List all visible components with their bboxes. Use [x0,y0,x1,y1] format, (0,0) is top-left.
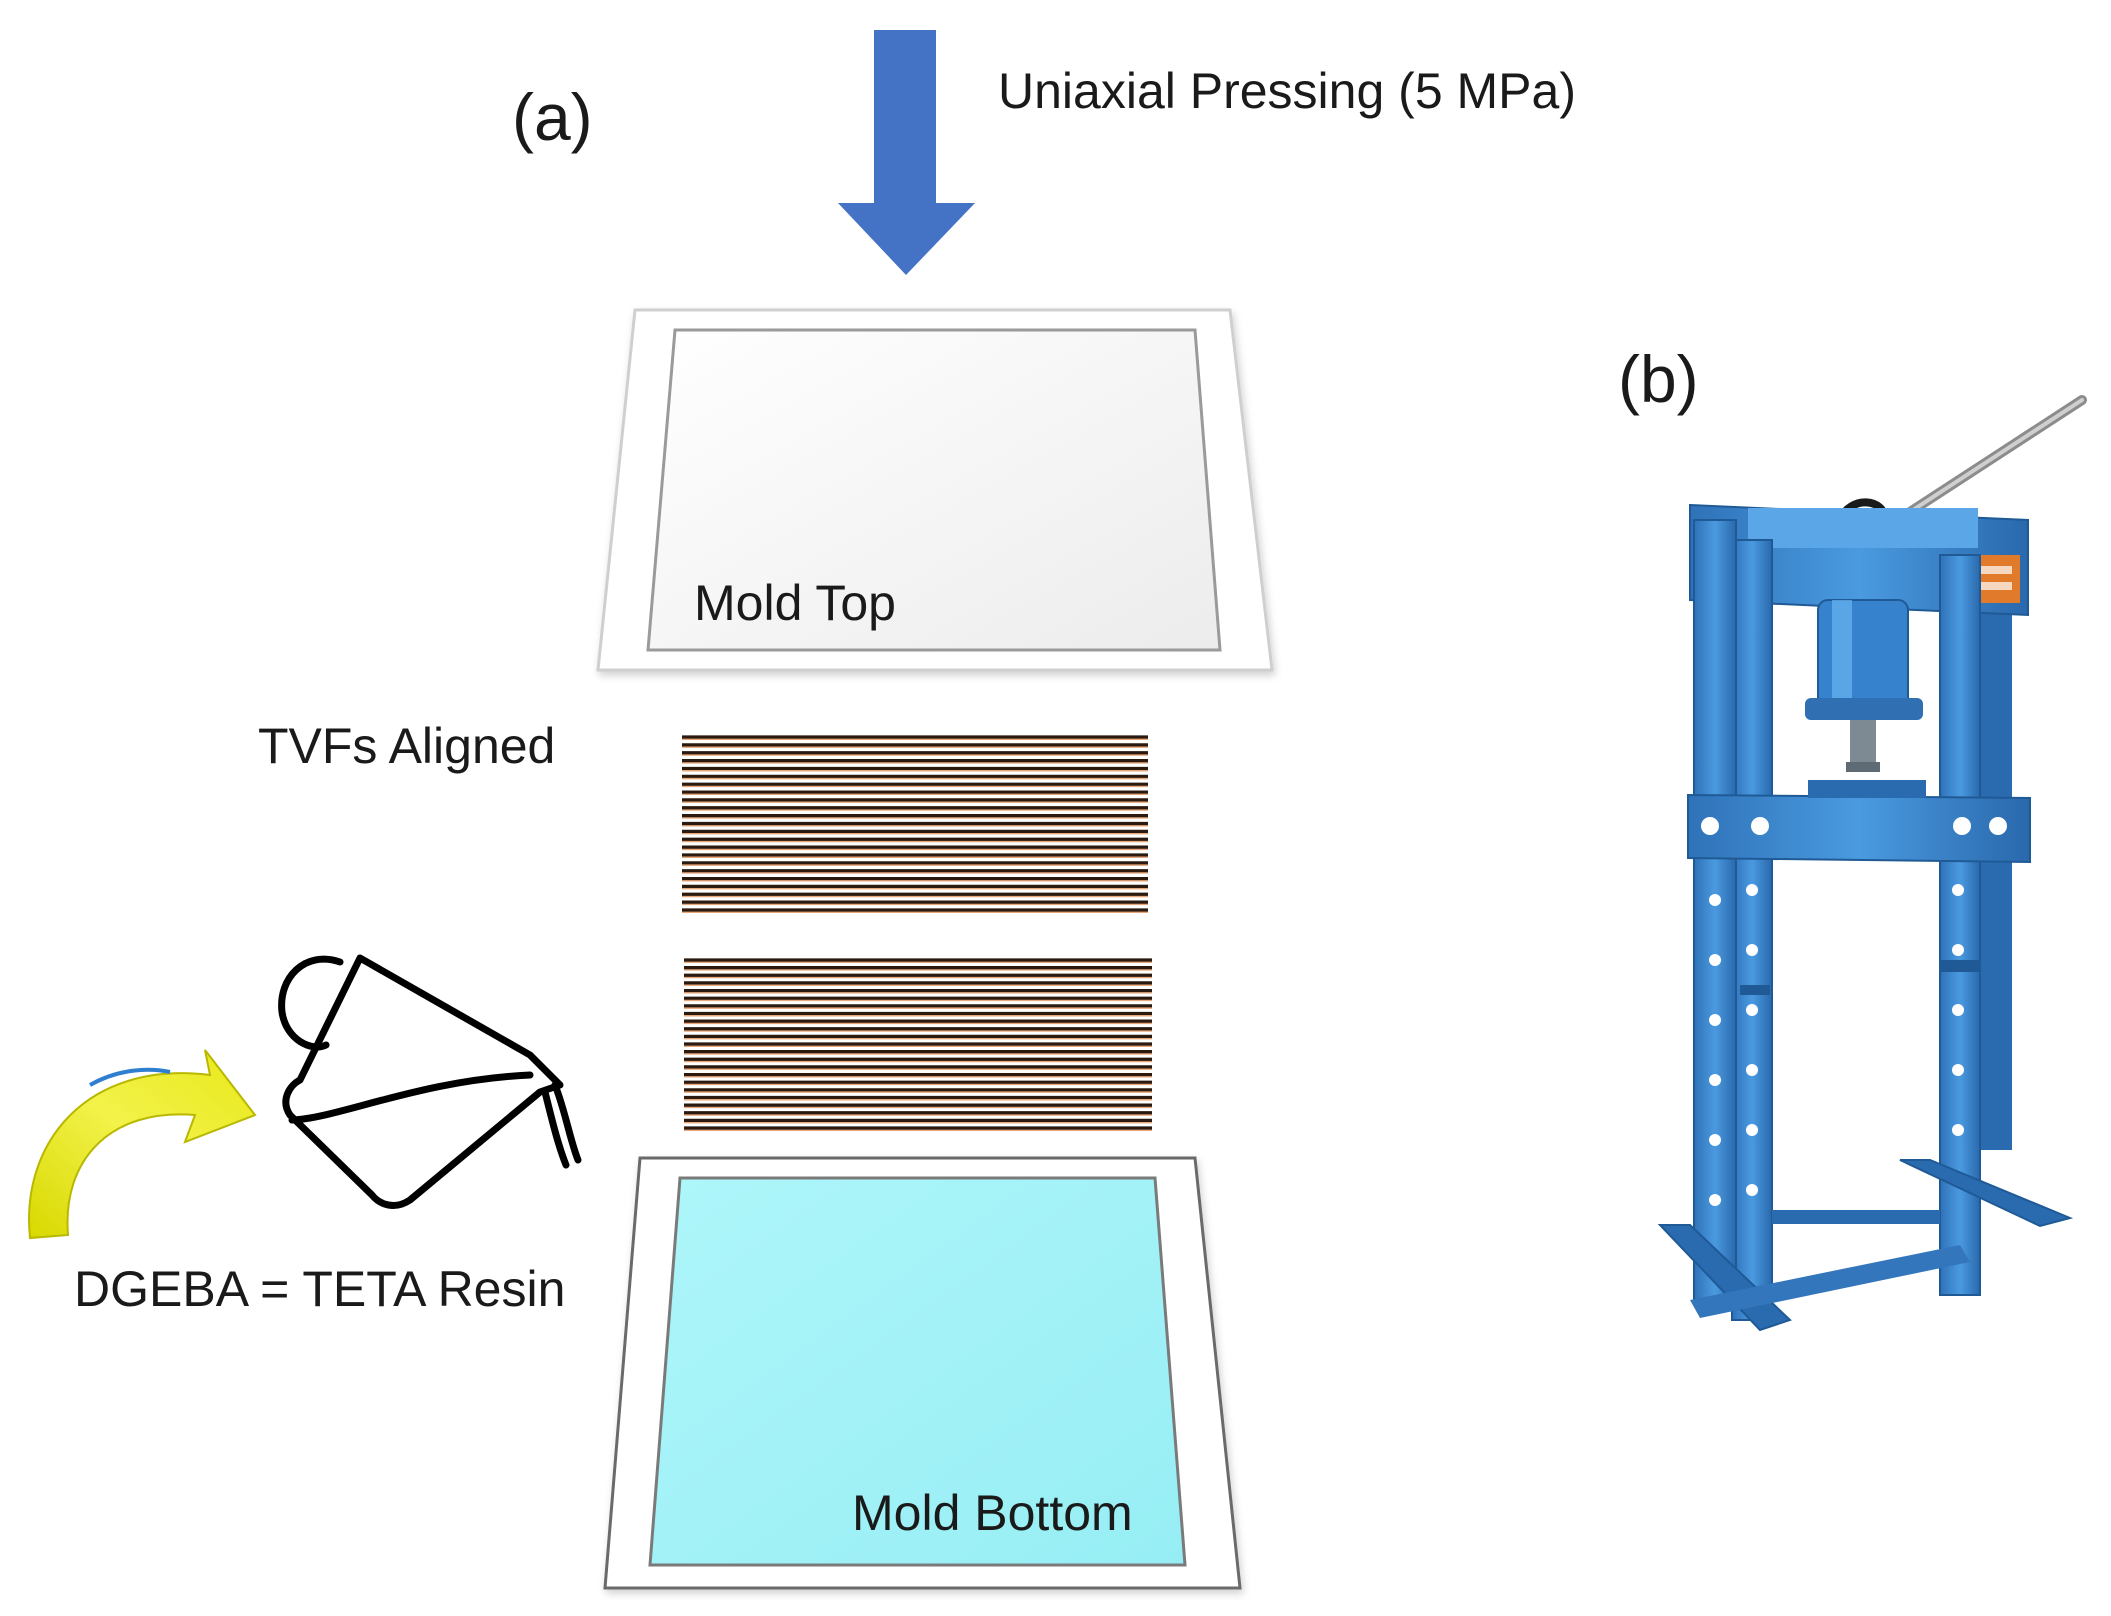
mold-bottom [603,1156,1242,1590]
pressing-label: Uniaxial Pressing (5 MPa) [998,63,1576,119]
fiber-stack-lower [684,958,1152,1131]
panel-a: (a) Uniaxial Pressing (5 MPa) Mold Top T… [28,30,1576,1590]
resin-pour-arrow-icon [28,1049,257,1240]
beaker-icon [278,954,582,1209]
hydraulic-press-icon [1657,395,2087,1332]
panel-b: (b) [1618,342,2087,1332]
fibers-label: TVFs Aligned [258,718,555,774]
panel-b-label: (b) [1618,342,1699,416]
mold-top-label: Mold Top [694,575,896,631]
mold-bottom-label: Mold Bottom [852,1485,1133,1541]
resin-label: DGEBA = TETA Resin [74,1261,565,1317]
panel-a-label: (a) [512,80,593,154]
pressing-arrow-icon [838,30,975,275]
mold-top [596,308,1274,672]
fiber-stack-upper [682,735,1148,913]
